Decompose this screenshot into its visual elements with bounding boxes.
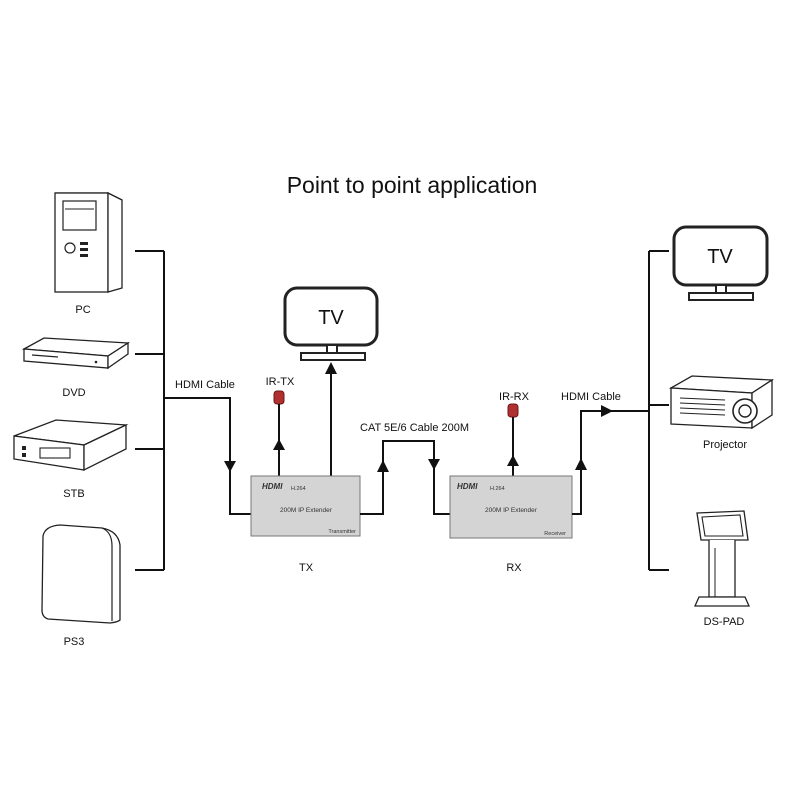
tv-middle-text: TV: [318, 307, 344, 329]
ir-rx-label: IR-RX: [499, 391, 530, 403]
ir-tx-label: IR-TX: [266, 376, 295, 388]
stb-label: STB: [63, 488, 84, 500]
receiver-box: [449, 475, 573, 539]
hdmi-cable-out-label: HDMI Cable: [561, 391, 621, 403]
pc-label: PC: [75, 304, 90, 316]
tx-codec-label: H.264: [291, 486, 306, 492]
tx-to-tv-connector: [325, 362, 337, 477]
cat-cable-connector: [360, 440, 451, 515]
tx-caption: TX: [299, 562, 314, 574]
rx-role-label: Receiver: [544, 531, 566, 537]
transmitter-box: [250, 475, 361, 537]
ir-tx-sensor-icon: [273, 390, 285, 478]
dvd-icon: [21, 337, 131, 370]
projector-label: Projector: [703, 439, 747, 451]
tv-icon-middle: [283, 286, 379, 361]
ds-pad-icon: [693, 510, 751, 607]
diagram-title: Point to point application: [287, 172, 538, 198]
rx-codec-label: H.264: [490, 486, 505, 492]
tx-product-name: 200M IP Extender: [280, 507, 333, 514]
projector-icon: [668, 375, 775, 430]
dvd-label: DVD: [62, 387, 85, 399]
hdmi-cable-in-label: HDMI Cable: [175, 379, 235, 391]
hdmi-cable-in-connector: [164, 397, 252, 515]
hdmi-cable-out-connector: [572, 405, 649, 515]
tx-role-label: Transmitter: [328, 529, 356, 535]
ps3-label: PS3: [64, 636, 85, 648]
source-bus-connector: [135, 250, 165, 571]
ds-pad-label: DS-PAD: [704, 616, 745, 628]
rx-caption: RX: [506, 562, 522, 574]
ps3-icon: [41, 524, 121, 624]
stb-icon: [13, 419, 129, 472]
rx-hdmi-logo: HDMI: [457, 482, 478, 491]
cat-cable-label: CAT 5E/6 Cable 200M: [360, 422, 469, 434]
tx-hdmi-logo: HDMI: [262, 482, 283, 491]
tv-right-text: TV: [707, 246, 733, 268]
ir-rx-sensor-icon: [507, 403, 519, 477]
tv-icon-right: [672, 225, 769, 301]
rx-product-name: 200M IP Extender: [485, 507, 538, 514]
pc-icon: [54, 191, 123, 293]
output-bus-connector: [648, 250, 669, 571]
